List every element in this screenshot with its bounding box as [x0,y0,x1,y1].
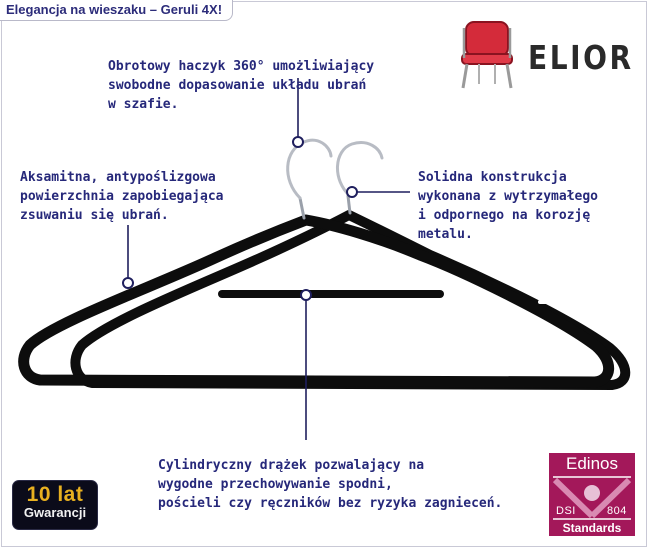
caption-swivel-hook: Obrotowy haczyk 360° umożliwiający swobo… [108,59,375,112]
pointer-dots [122,136,358,301]
warranty-badge: 10 lat Gwarancji [12,480,98,530]
brand-logo: ELIOR [450,18,631,90]
pointer-lines [127,78,410,440]
certification-number: 804 [607,505,627,517]
hanger-front [18,138,615,388]
caption-construction: Solidna konstrukcja wykonana z wytrzymał… [418,170,599,242]
page-title: Elegancja na wieszaku – Geruli 4X! [0,0,234,21]
certification-left: DSI [556,505,576,517]
certification-standards: Standards [562,521,622,535]
certification-logo: Edinos DSI 804 Standards [549,453,635,536]
pointer-dot-bar [300,289,312,301]
brand-name: ELIOR [528,38,634,77]
certification-name: Edinos [566,454,618,473]
pointer-dot-velvet [122,277,134,289]
warranty-label: Gwarancji [23,505,87,520]
warranty-years: 10 lat [26,483,84,506]
caption-velvet-surface: Aksamitna, antypoślizgowa powierzchnia z… [20,170,224,223]
chair-icon [461,21,513,89]
pointer-dot-construction [346,186,358,198]
pointer-dot-hook [292,136,304,148]
certification-mark-icon [552,476,632,520]
caption-trouser-bar: Cylindryczny drążek pozwalający na wygod… [158,458,503,511]
